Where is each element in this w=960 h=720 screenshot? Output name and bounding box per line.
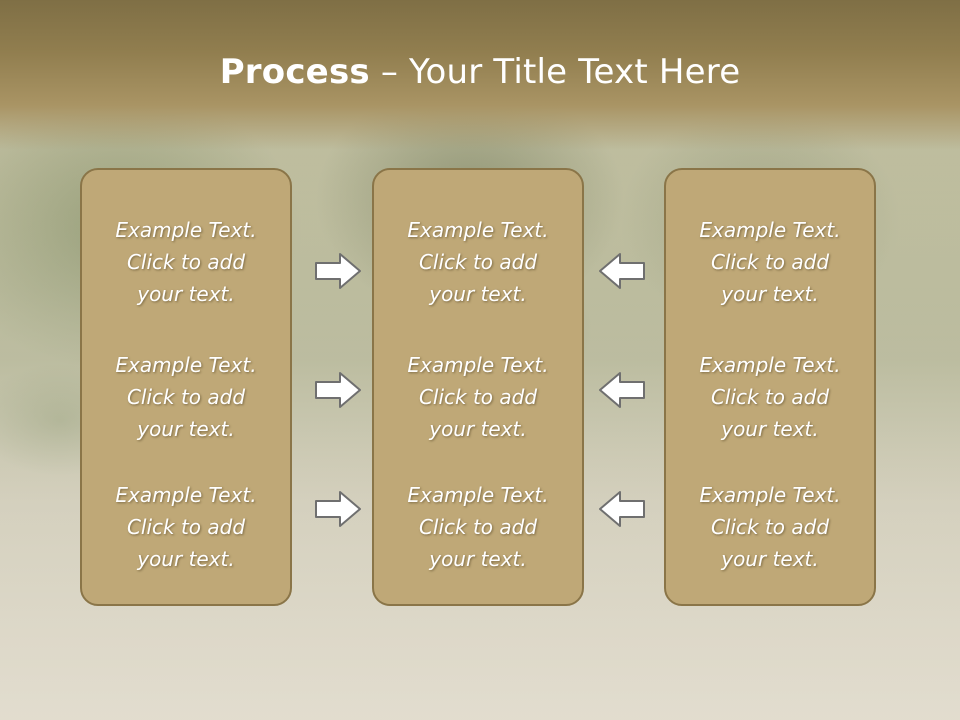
- panel-text[interactable]: Example Text. Click to add your text.: [699, 218, 841, 306]
- process-panel-left[interactable]: Example Text. Click to add your text. Ex…: [80, 168, 292, 606]
- panel-text[interactable]: Example Text. Click to add your text.: [407, 353, 549, 441]
- process-panel-right[interactable]: Example Text. Click to add your text. Ex…: [664, 168, 876, 606]
- panel-text[interactable]: Example Text. Click to add your text.: [699, 353, 841, 441]
- title-band: [0, 0, 960, 150]
- panel-text[interactable]: Example Text. Click to add your text.: [407, 218, 549, 306]
- slide-title[interactable]: Process – Your Title Text Here: [0, 52, 960, 92]
- panel-text[interactable]: Example Text. Click to add your text.: [115, 483, 257, 571]
- panel-text[interactable]: Example Text. Click to add your text.: [115, 353, 257, 441]
- panel-text[interactable]: Example Text. Click to add your text.: [699, 483, 841, 571]
- panel-text[interactable]: Example Text. Click to add your text.: [115, 218, 257, 306]
- arrow-right-icon: [315, 253, 361, 289]
- title-rest-text: – Your Title Text Here: [369, 52, 741, 92]
- arrow-left-icon: [599, 253, 645, 289]
- title-bold-text: Process: [219, 52, 370, 92]
- panel-text[interactable]: Example Text. Click to add your text.: [407, 483, 549, 571]
- process-panel-center[interactable]: Example Text. Click to add your text. Ex…: [372, 168, 584, 606]
- arrow-left-icon: [599, 491, 645, 527]
- arrow-left-icon: [599, 372, 645, 408]
- arrow-right-icon: [315, 491, 361, 527]
- arrow-right-icon: [315, 372, 361, 408]
